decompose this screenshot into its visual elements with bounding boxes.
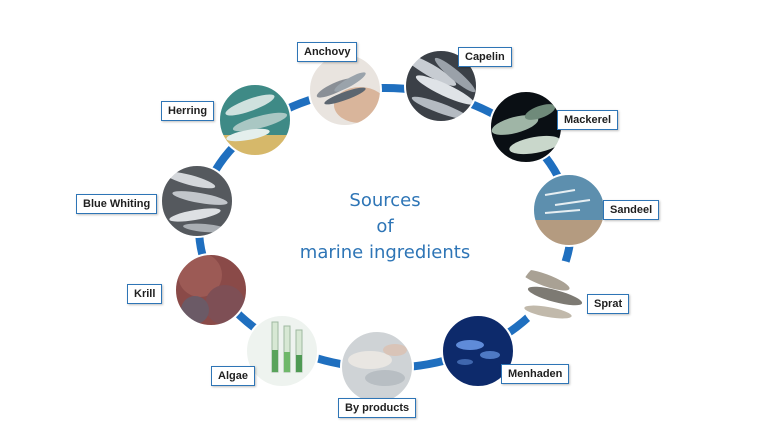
- node-sandeel-photo: [533, 174, 605, 246]
- node-bluewhiting-photo: [161, 165, 233, 237]
- node-krill-photo: [175, 254, 247, 326]
- center-title-line-1: Sources: [349, 190, 421, 211]
- center-title-line-3: marine ingredients: [299, 242, 471, 263]
- label-bluewhiting: Blue Whiting: [76, 194, 158, 214]
- label-sandeel: Sandeel: [603, 200, 660, 220]
- center-title-line-2: of: [376, 216, 394, 237]
- label-sprat: Sprat: [587, 294, 630, 314]
- label-algae: Algae: [211, 366, 255, 386]
- node-anchovy-photo: [309, 54, 381, 126]
- label-anchovy: Anchovy: [297, 42, 358, 62]
- center-title: Sources of marine ingredients: [285, 188, 485, 266]
- label-capelin: Capelin: [458, 47, 512, 67]
- node-mackerel-photo: [490, 91, 562, 163]
- node-algae-photo: [246, 315, 318, 387]
- label-byproducts: By products: [338, 398, 417, 418]
- label-menhaden: Menhaden: [501, 364, 570, 384]
- label-mackerel: Mackerel: [557, 110, 619, 130]
- node-sprat-photo: [520, 260, 592, 332]
- node-byproducts-photo: [341, 331, 413, 403]
- label-krill: Krill: [127, 284, 163, 304]
- label-herring: Herring: [161, 101, 215, 121]
